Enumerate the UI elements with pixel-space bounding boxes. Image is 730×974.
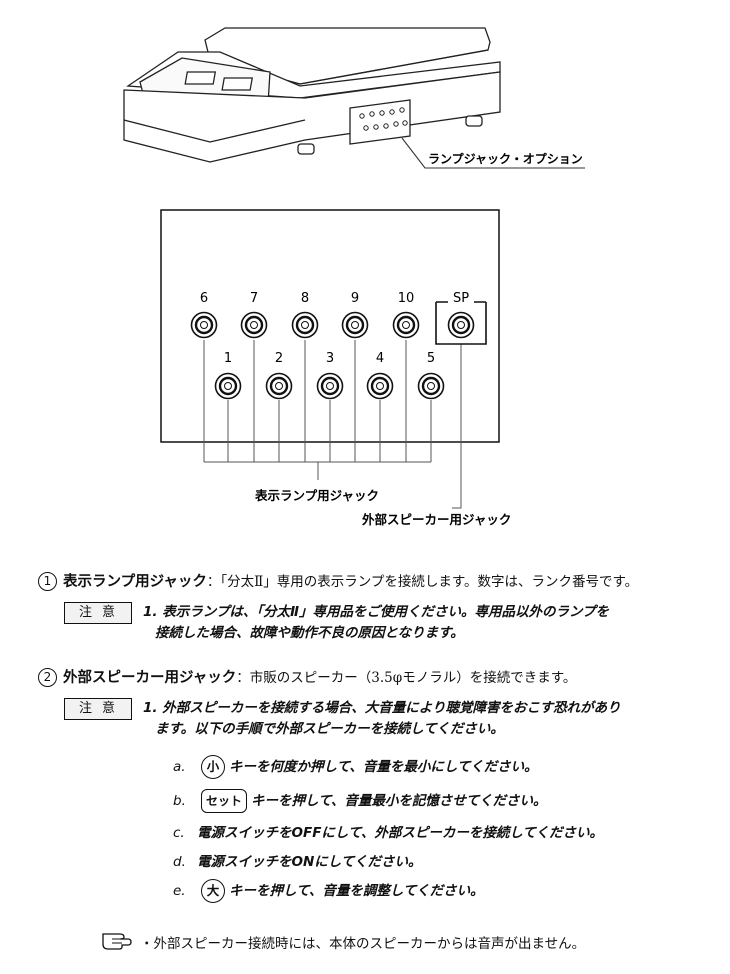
jack-sp: SP (435, 291, 487, 345)
jack-5: 5 (417, 351, 445, 400)
display-lamp-leader-lines (203, 340, 432, 480)
step-c: c. 電源スイッチをOFFにして、外部スピーカーを接続してください。 (173, 820, 603, 846)
callout-leader-line (401, 137, 585, 169)
step-b: b. セットキーを押して、音量最小を記憶させてください。 (173, 788, 547, 814)
jack-number: 10 (398, 291, 415, 306)
jack-1: 1 (214, 351, 242, 400)
note-line: 接続した場合、故障や動作不良の原因となります。 (155, 625, 464, 641)
memo-pointing-hand-icon (102, 933, 132, 950)
section-label: 外部スピーカー用ジャック (63, 670, 237, 686)
section-description: ：「分太Ⅱ」専用の表示ランプを接続します。数字は、ランク番号です。 (206, 574, 639, 590)
speaker-jack-label: 外部スピーカー用ジャック (361, 512, 511, 527)
jack-number: 1 (224, 351, 232, 366)
section-2-heading: 2 外部スピーカー用ジャック：市販のスピーカー（3.5φモノラル）を接続できます。 (38, 666, 576, 687)
step-e: e. 大キーを押して、音量を調整してください。 (173, 878, 484, 904)
display-lamp-jack-label: 表示ランプ用ジャック (254, 488, 379, 503)
section-1-note: 1. 表示ランプは、「分太Ⅱ」専用品をご使用ください。専用品以外のランプを 接続… (143, 602, 609, 644)
jack-3: 3 (316, 351, 344, 400)
step-a: a. 小キーを何度か押して、音量を最小にしてください。 (173, 754, 538, 780)
section-1-heading: 1 表示ランプ用ジャック：「分太Ⅱ」専用の表示ランプを接続します。数字は、ランク番… (38, 570, 638, 591)
step-letter: a. (173, 759, 186, 775)
step-text: キーを押して、音量を調整してください。 (229, 883, 484, 899)
jack-7: 7 (240, 291, 268, 339)
notice-badge: 注意 (64, 698, 132, 720)
jack-10: 10 (392, 291, 420, 339)
set-key-icon: セット (201, 789, 248, 813)
jack-number: 8 (301, 291, 309, 306)
top-jack-row: 6 7 8 9 10 (190, 291, 420, 339)
section-description: ：市販のスピーカー（3.5φモノラル）を接続できます。 (236, 670, 577, 686)
large-key-icon: 大 (201, 879, 225, 903)
sp-label: SP (453, 291, 469, 306)
speaker-leader-line (452, 344, 462, 509)
jack-number: 3 (326, 351, 334, 366)
jack-number: 6 (200, 291, 208, 306)
jack-2: 2 (265, 351, 293, 400)
callout-option-label: ランプジャック・オプション (428, 151, 583, 166)
section-label: 表示ランプ用ジャック (63, 574, 207, 590)
memo-text: ・外部スピーカー接続時には、本体のスピーカーからは音声が出ません。 (140, 936, 586, 952)
step-letter: b. (173, 793, 186, 809)
step-d: d. 電源スイッチをONにしてください。 (173, 849, 421, 875)
step-text: 電源スイッチをOFFにして、外部スピーカーを接続してください。 (197, 825, 604, 841)
step-text: 電源スイッチをONにしてください。 (197, 854, 422, 870)
notice-badge: 注意 (64, 602, 132, 624)
jack-8: 8 (291, 291, 319, 339)
jack-6: 6 (190, 291, 218, 339)
note-line: 1. 外部スピーカーを接続する場合、大音量により聴覚障害をおこす恐れがあり (143, 700, 621, 716)
bottom-jack-row: 1 2 3 4 5 (214, 351, 445, 400)
note-line: ます。以下の手順で外部スピーカーを接続してください。 (155, 721, 504, 737)
jack-number: 7 (250, 291, 258, 306)
note-line: 1. 表示ランプは、「分太Ⅱ」専用品をご使用ください。専用品以外のランプを (143, 604, 610, 620)
section-number: 2 (38, 668, 57, 687)
jack-4: 4 (366, 351, 394, 400)
jack-number: 4 (376, 351, 384, 366)
step-letter: d. (173, 854, 186, 870)
jack-number: 9 (351, 291, 359, 306)
scale-device-illustration (123, 27, 501, 163)
step-letter: c. (173, 825, 185, 841)
step-text: キーを何度か押して、音量を最小にしてください。 (229, 759, 538, 775)
small-key-icon: 小 (201, 755, 225, 779)
step-text: キーを押して、音量最小を記憶させてください。 (251, 793, 547, 809)
jack-number: 2 (275, 351, 283, 366)
step-letter: e. (173, 883, 186, 899)
section-number: 1 (38, 572, 57, 591)
section-2-note: 1. 外部スピーカーを接続する場合、大音量により聴覚障害をおこす恐れがあり ます… (143, 698, 621, 740)
diagram: ランプジャック・オプション 6 7 8 9 (123, 27, 585, 527)
jack-9: 9 (341, 291, 369, 339)
jack-number: 5 (427, 351, 435, 366)
